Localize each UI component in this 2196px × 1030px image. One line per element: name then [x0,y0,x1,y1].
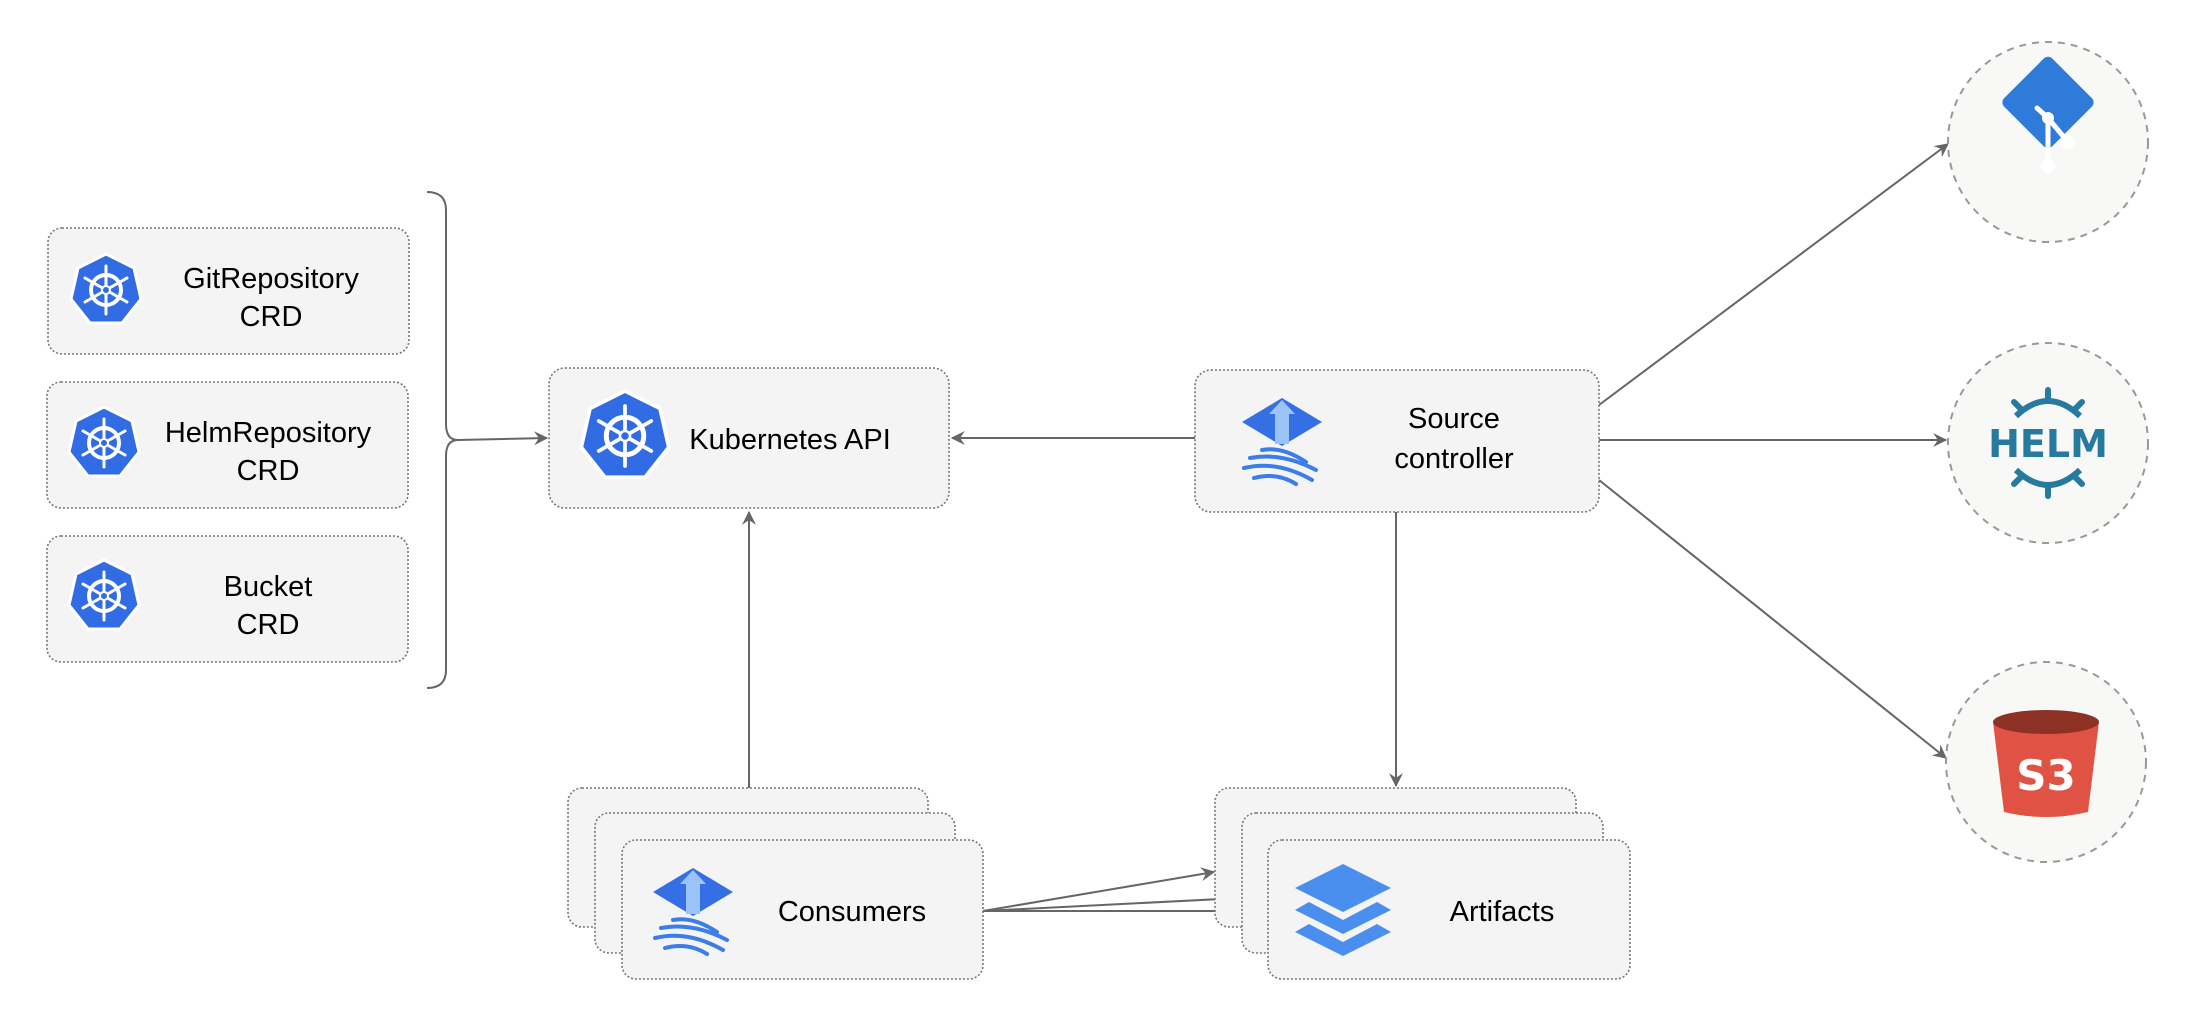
node-label: Kubernetes API [689,424,891,456]
node-label: Artifacts [1450,896,1555,928]
node-label-line1: Source [1408,403,1500,435]
node-label-line1: GitRepository [183,263,359,295]
node-s3[interactable]: S3 [1945,661,2147,863]
edge-source-controller-to-git [1598,143,1949,406]
edge-consumers-to-artifacts-1 [982,867,1216,912]
node-label-line2: controller [1394,443,1514,475]
node-label-line2: CRD [240,301,303,333]
node-consumers[interactable]: Consumers [567,787,984,980]
s3-logo-text: S3 [2016,751,2075,800]
node-git-repository-crd[interactable]: GitRepository CRD [47,227,410,355]
node-kubernetes-api[interactable]: Kubernetes API [548,367,950,509]
crd-group-brace [426,191,459,689]
node-label-line2: CRD [237,609,300,641]
edge-crds-to-kubernetes-api [457,431,549,446]
node-bucket-crd[interactable]: Bucket CRD [46,535,409,663]
helm-logo-text: HELM [1988,422,2108,466]
edge-consumers-to-artifacts-2 [982,891,1243,912]
helm-icon: HELM [1988,387,2108,499]
node-git[interactable] [1947,41,2149,243]
node-label-line1: Bucket [224,571,313,603]
node-helm[interactable]: HELM [1947,342,2149,544]
edge-source-controller-to-s3 [1598,479,1947,759]
s3-bucket-icon: S3 [1993,710,2099,817]
node-helm-repository-crd[interactable]: HelmRepository CRD [46,381,409,509]
node-label-line1: HelmRepository [165,417,372,449]
node-label-line2: CRD [237,455,300,487]
git-icon [2002,56,2094,173]
node-source-controller[interactable]: Source controller [1194,369,1600,513]
node-artifacts[interactable]: Artifacts [1214,787,1631,980]
node-label: Consumers [778,896,926,928]
